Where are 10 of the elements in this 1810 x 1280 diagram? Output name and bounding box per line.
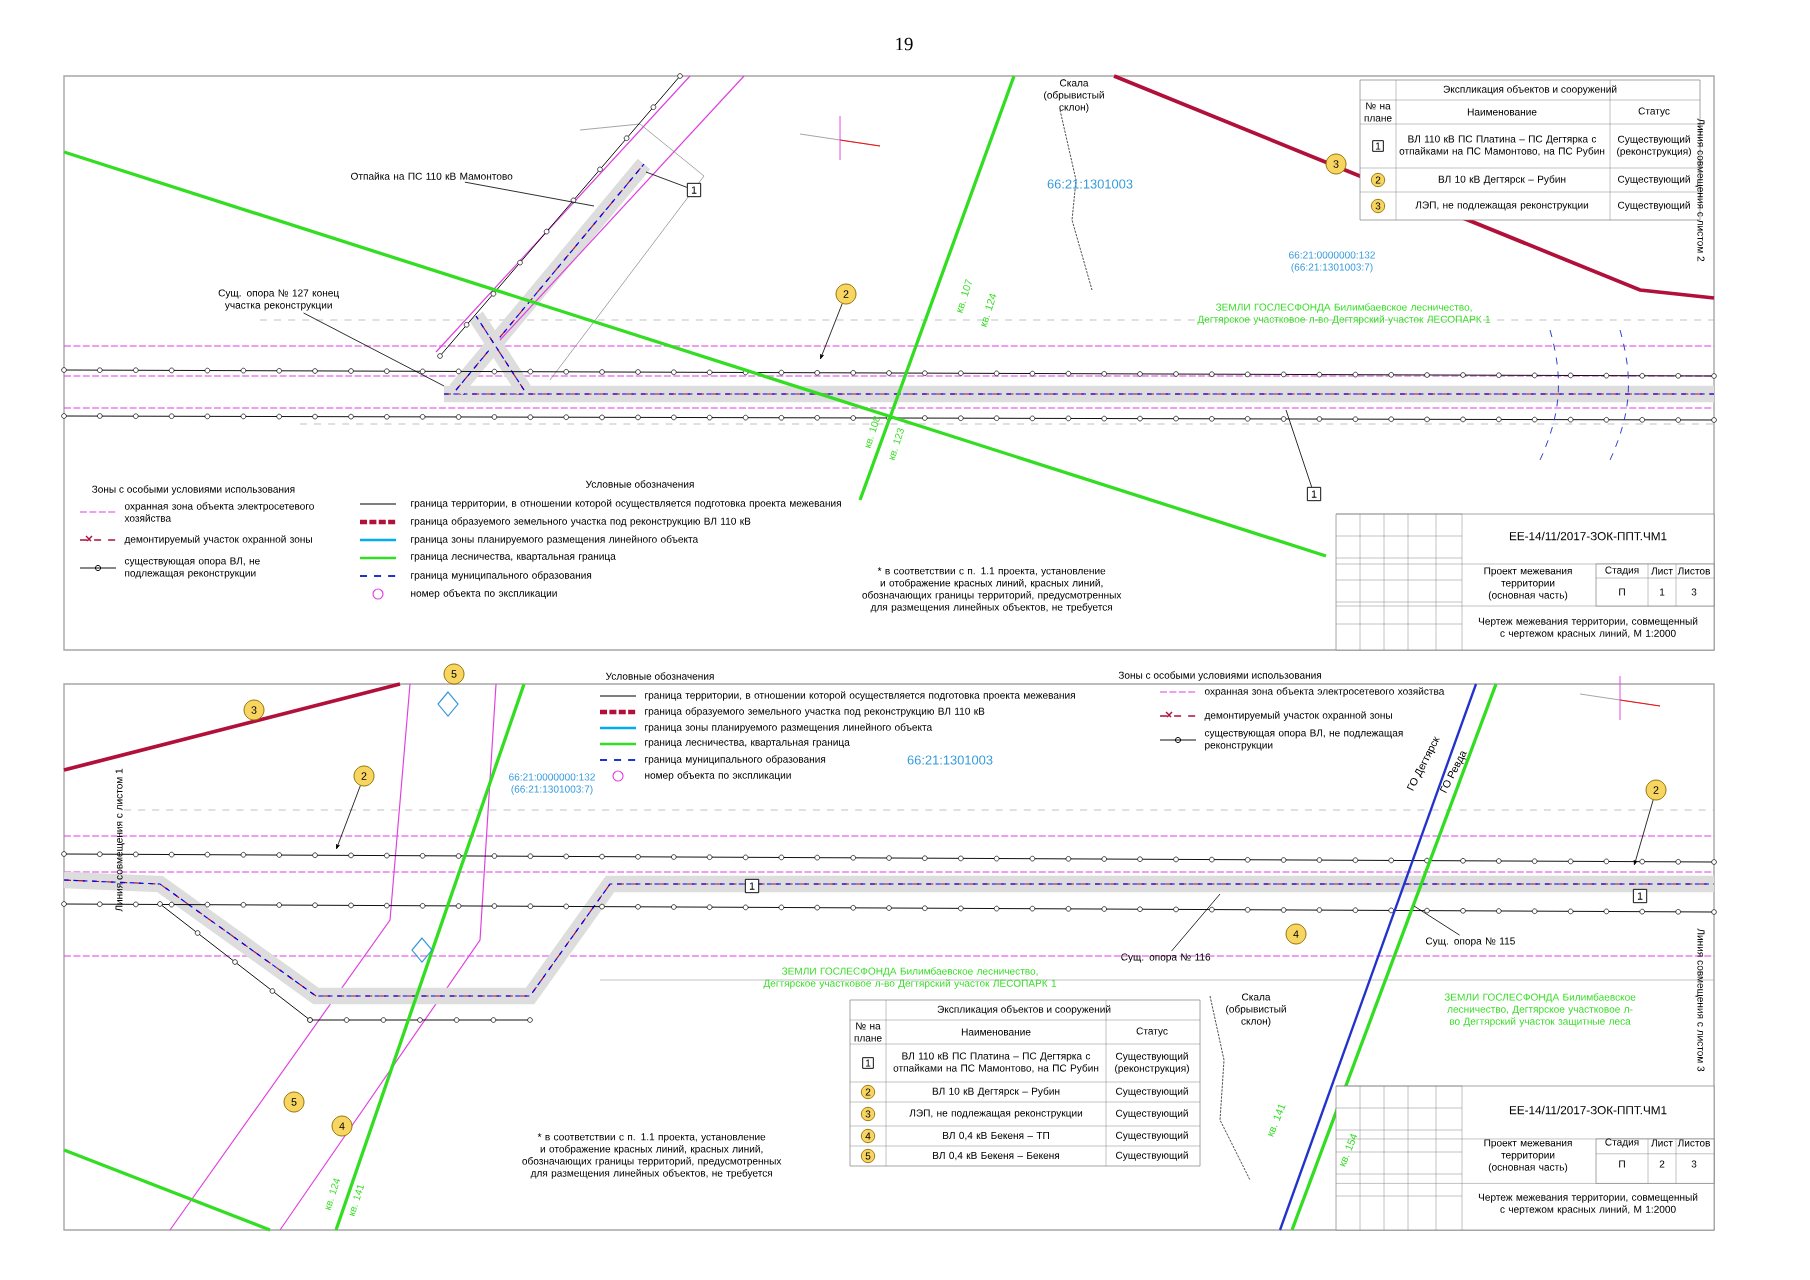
leader-line [645, 171, 688, 188]
leader-line [1413, 905, 1460, 936]
leader-line [336, 785, 361, 850]
leader-line [464, 181, 595, 207]
page-number: 19 [896, 37, 913, 51]
leader-line [820, 303, 843, 360]
leader-line [1285, 409, 1313, 488]
leader-line [1171, 893, 1221, 952]
leader-line [1633, 799, 1654, 866]
leader-line [303, 312, 445, 387]
